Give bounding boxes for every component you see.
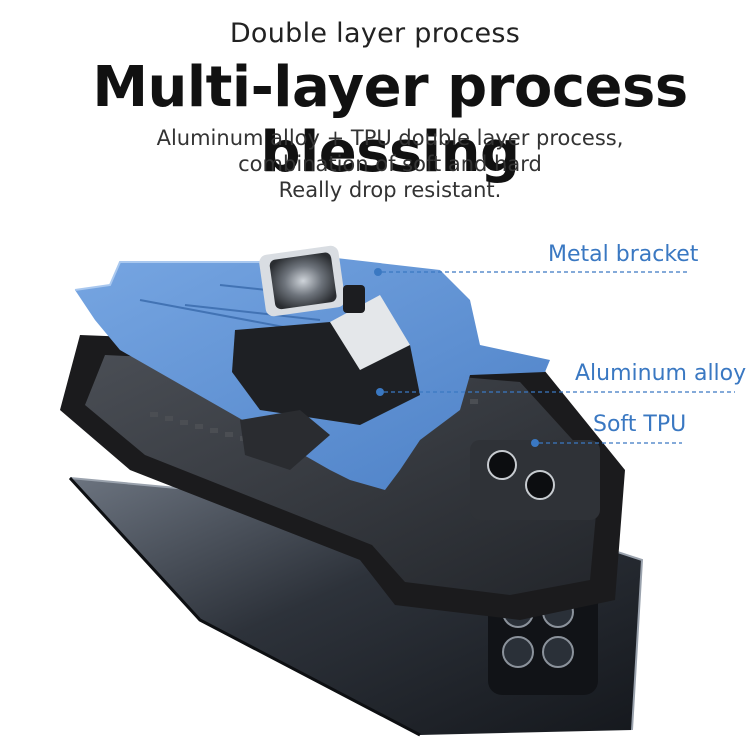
label-aluminum-alloy: Aluminum alloy: [575, 361, 747, 386]
description: Aluminum alloy + TPU double layer proces…: [0, 125, 750, 203]
callout-soft-tpu-leader: [531, 439, 682, 447]
metal-bracket: [240, 245, 365, 470]
label-soft-tpu: Soft TPU: [593, 412, 687, 437]
page-title: Multi-layer process blessing: [92, 55, 688, 185]
subtitle: Double layer process: [229, 18, 521, 49]
aluminum-alloy-plate: [74, 255, 550, 490]
description-line: combination of soft and hard: [238, 152, 542, 176]
callout-metal-bracket-leader: [374, 268, 690, 276]
label-metal-bracket: Metal bracket: [548, 242, 699, 267]
description-line: Really drop resistant.: [278, 178, 502, 202]
callout-aluminum-alloy-leader: [376, 388, 735, 396]
description-line: Aluminum alloy + TPU double layer proces…: [156, 126, 624, 150]
bumper-camera-cutout: [470, 440, 600, 520]
